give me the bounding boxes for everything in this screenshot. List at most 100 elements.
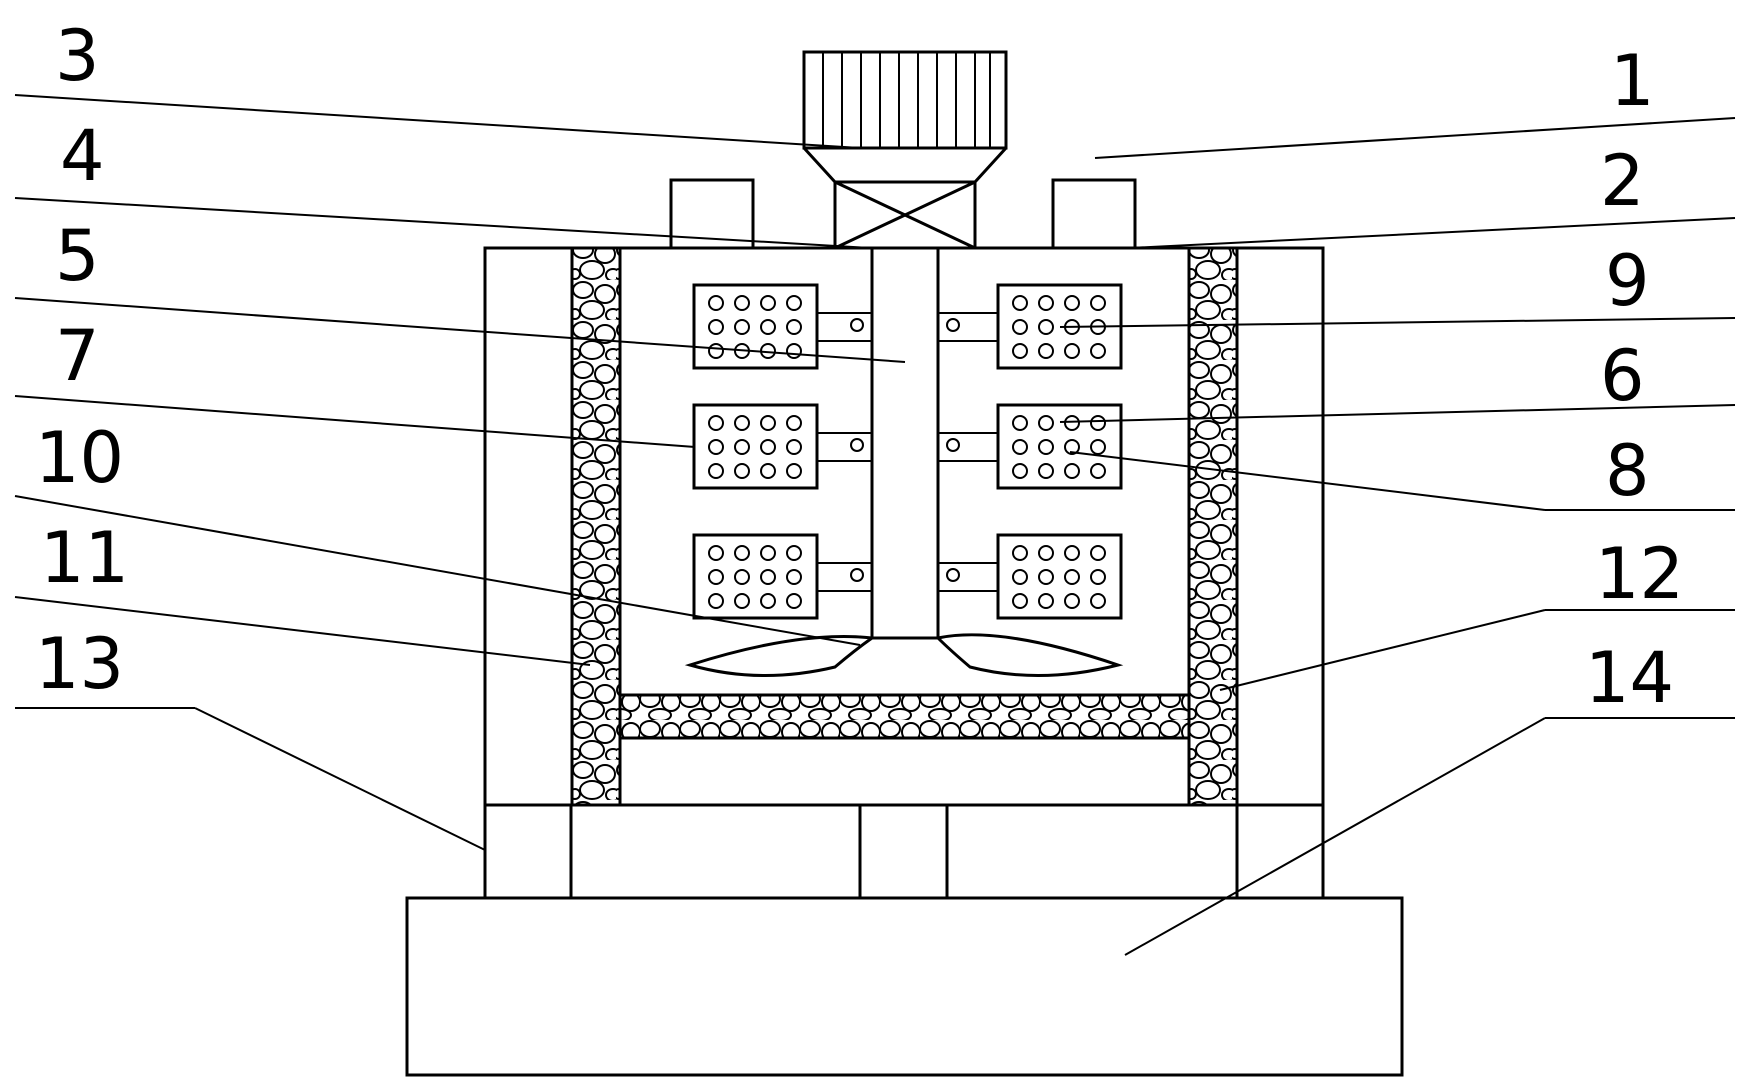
callout-14: 14 xyxy=(1585,637,1674,719)
callout-11: 11 xyxy=(40,517,129,599)
paddle-hole xyxy=(786,319,802,335)
paddle-hole xyxy=(760,593,776,609)
paddle-hole xyxy=(1064,463,1080,479)
callout-1: 1 xyxy=(1610,40,1655,122)
paddle-hole xyxy=(760,463,776,479)
paddle-arm xyxy=(816,432,873,462)
paddle-hole xyxy=(1012,415,1028,431)
paddle-hole xyxy=(1038,569,1054,585)
paddle-hole xyxy=(1038,343,1054,359)
paddle-hole xyxy=(708,545,724,561)
base-block xyxy=(405,896,1404,1077)
paddle-hole xyxy=(1038,545,1054,561)
paddle-hole xyxy=(708,439,724,455)
paddle-hole xyxy=(734,463,750,479)
paddle-hole xyxy=(1012,463,1028,479)
paddle-hole xyxy=(708,569,724,585)
paddle-hole xyxy=(1090,439,1106,455)
paddle-hole xyxy=(1012,569,1028,585)
callout-8: 8 xyxy=(1605,430,1650,512)
bolt xyxy=(850,438,864,452)
paddle-hole xyxy=(760,295,776,311)
paddle-hole xyxy=(760,319,776,335)
paddle-hole xyxy=(1038,415,1054,431)
callout-13: 13 xyxy=(35,623,124,705)
support-frame xyxy=(483,803,1325,900)
paddle-arm xyxy=(816,562,873,592)
callout-5: 5 xyxy=(55,215,100,297)
paddle-hole xyxy=(1038,593,1054,609)
paddle-hole xyxy=(1038,463,1054,479)
paddle-hole xyxy=(1090,545,1106,561)
paddle-hole xyxy=(734,569,750,585)
paddle-arm xyxy=(937,312,999,342)
inlet-left xyxy=(669,178,755,250)
paddle-hole xyxy=(760,415,776,431)
paddle-hole xyxy=(1012,319,1028,335)
paddle-hole xyxy=(1090,569,1106,585)
paddle-hole xyxy=(1064,545,1080,561)
bolt xyxy=(946,568,960,582)
paddle-hole xyxy=(708,295,724,311)
paddle-hole xyxy=(1012,545,1028,561)
paddle-hole xyxy=(786,343,802,359)
bolt xyxy=(850,568,864,582)
paddle-hole xyxy=(708,415,724,431)
paddle-hole xyxy=(1064,593,1080,609)
paddle-hole xyxy=(760,545,776,561)
paddle-hole xyxy=(1090,415,1106,431)
paddle-hole xyxy=(1064,343,1080,359)
bolt xyxy=(946,438,960,452)
callout-2: 2 xyxy=(1600,140,1645,222)
paddle-hole xyxy=(1064,439,1080,455)
paddle-hole xyxy=(760,439,776,455)
callout-12: 12 xyxy=(1595,533,1684,615)
paddle-hole xyxy=(1038,295,1054,311)
paddle-hole xyxy=(786,439,802,455)
insulation-right xyxy=(1187,246,1239,807)
rotating-shaft xyxy=(870,246,940,640)
paddle-hole xyxy=(1064,295,1080,311)
paddle-hole xyxy=(1012,295,1028,311)
paddle-hole xyxy=(708,319,724,335)
motor xyxy=(802,50,1008,184)
callout-9: 9 xyxy=(1605,240,1650,322)
paddle-hole xyxy=(786,463,802,479)
paddle-hole xyxy=(786,545,802,561)
paddle-hole xyxy=(734,593,750,609)
paddle-arm xyxy=(816,312,873,342)
callout-4: 4 xyxy=(60,115,105,197)
paddle-hole xyxy=(734,319,750,335)
paddle-arm xyxy=(937,562,999,592)
callout-10: 10 xyxy=(35,417,124,499)
paddle-hole xyxy=(1064,569,1080,585)
paddle-hole xyxy=(734,415,750,431)
paddle-hole xyxy=(786,295,802,311)
paddle-hole xyxy=(734,295,750,311)
paddle-hole xyxy=(1090,295,1106,311)
bolt xyxy=(850,318,864,332)
paddle-hole xyxy=(1090,593,1106,609)
paddle-hole xyxy=(786,415,802,431)
paddle-hole xyxy=(708,343,724,359)
insulation-left xyxy=(570,246,622,807)
paddle-hole xyxy=(1038,319,1054,335)
paddle-hole xyxy=(1012,343,1028,359)
paddle-hole xyxy=(786,593,802,609)
callout-labels: 3 4 5 7 10 11 13 1 2 9 6 8 12 14 xyxy=(35,15,1684,719)
paddle-hole xyxy=(708,593,724,609)
callout-7: 7 xyxy=(55,315,100,397)
bottom-blades xyxy=(684,633,1124,678)
paddle-hole xyxy=(734,439,750,455)
paddle-group xyxy=(692,283,1123,620)
filter-layer xyxy=(618,693,1191,740)
paddle-hole xyxy=(1090,463,1106,479)
paddle-hole xyxy=(786,569,802,585)
callout-6: 6 xyxy=(1600,335,1645,417)
callout-3: 3 xyxy=(55,15,100,97)
paddle-hole xyxy=(734,545,750,561)
paddle-hole xyxy=(1038,439,1054,455)
paddle-hole xyxy=(708,463,724,479)
paddle-hole xyxy=(1012,439,1028,455)
